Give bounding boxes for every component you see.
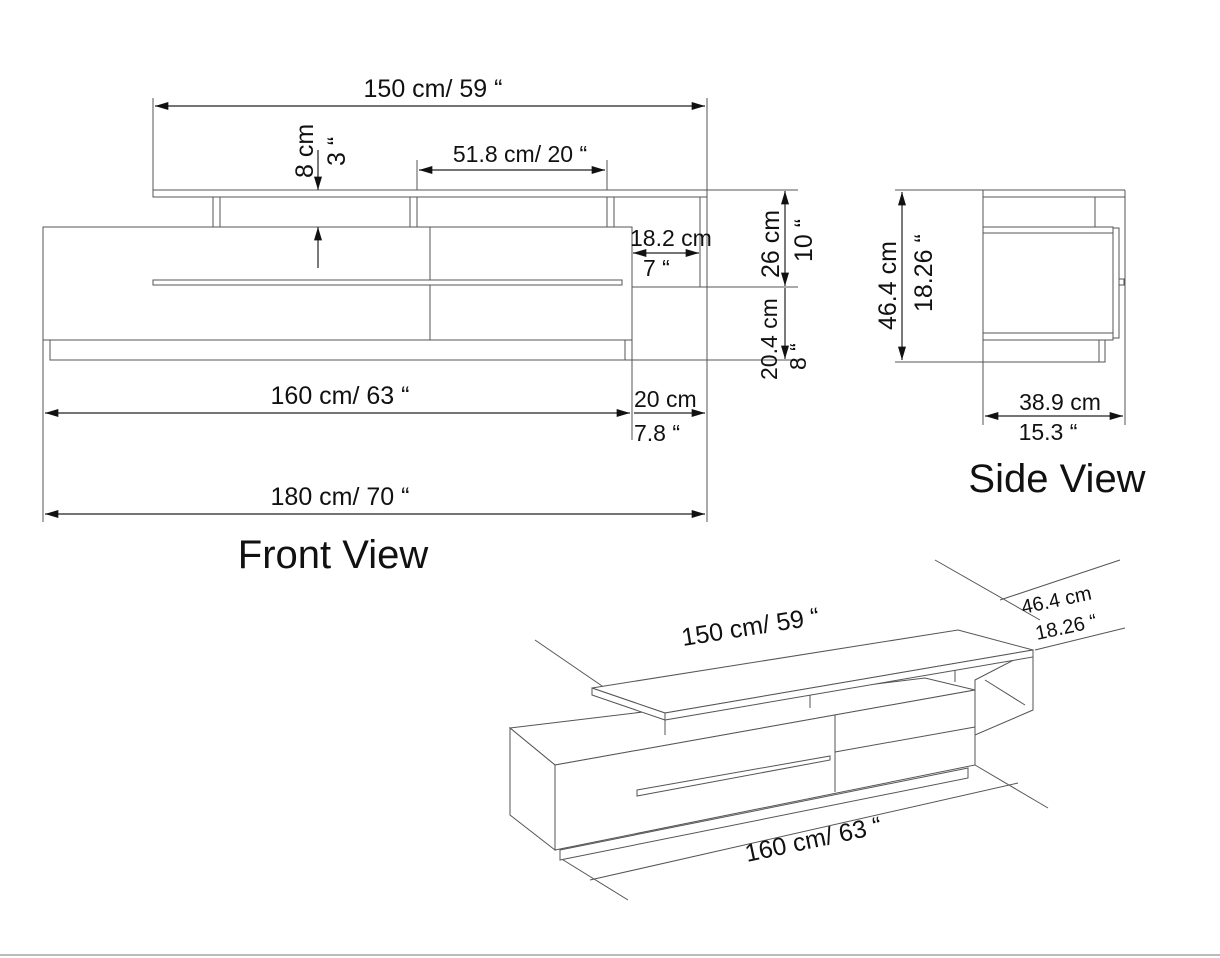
side-view: 46.4 cm 18.26 “ 38.9 cm 15.3 “ Side View bbox=[874, 189, 1146, 501]
iso-plinth bbox=[559, 767, 969, 861]
iso-handle bbox=[636, 755, 831, 797]
label-lower-height-cm: 20.4 cm bbox=[756, 298, 782, 380]
label-top-width: 150 cm/ 59 “ bbox=[364, 75, 503, 103]
label-side-depth-cm: 38.9 cm bbox=[1019, 389, 1101, 415]
plinth bbox=[49, 339, 626, 361]
side-drawer-front bbox=[1112, 227, 1120, 339]
label-iso-top-width: 150 cm/ 59 “ bbox=[680, 603, 822, 652]
label-lower-height-in: 8 “ bbox=[785, 343, 811, 370]
label-upper-height-cm: 26 cm bbox=[757, 210, 785, 278]
label-shelf-gap-in: 3 “ bbox=[323, 137, 351, 166]
front-view-title: Front View bbox=[238, 533, 429, 577]
side-view-title: Side View bbox=[968, 457, 1145, 501]
label-total-width: 180 cm/ 70 “ bbox=[271, 483, 410, 511]
shelf-support bbox=[409, 196, 418, 228]
label-shelf-gap-cm: 8 cm bbox=[291, 124, 319, 178]
label-side-height-in: 18.26 “ bbox=[910, 234, 938, 312]
top-shelf bbox=[152, 189, 708, 198]
label-support-spacing: 51.8 cm/ 20 “ bbox=[453, 141, 587, 167]
side-body bbox=[982, 226, 1114, 341]
shelf-support bbox=[606, 196, 615, 228]
label-side-recess-cm: 18.2 cm bbox=[630, 225, 712, 251]
label-iso-body-width: 160 cm/ 63 “ bbox=[742, 812, 884, 868]
label-side-recess-in: 7 “ bbox=[643, 255, 670, 281]
iso-top-shelf-front bbox=[664, 649, 1034, 721]
isometric-view: 150 cm/ 59 “ 46.4 cm 18.26 “ 160 cm/ 63 … bbox=[508, 559, 1126, 901]
label-iso-height-in: 18.26 “ bbox=[1033, 610, 1098, 644]
label-extension-cm: 20 cm bbox=[634, 386, 697, 412]
drawer-handle bbox=[152, 279, 623, 286]
label-side-depth-in: 15.3 “ bbox=[1019, 419, 1078, 445]
side-handle bbox=[1118, 278, 1125, 286]
front-view: 150 cm/ 59 “ 8 cm 3 “ 51.8 cm/ 20 “ 18.2… bbox=[42, 75, 818, 577]
label-upper-height-in: 10 “ bbox=[790, 219, 818, 262]
label-side-height-cm: 46.4 cm bbox=[874, 241, 902, 330]
shelf-support bbox=[212, 196, 221, 228]
label-body-width: 160 cm/ 63 “ bbox=[271, 382, 410, 410]
side-plinth bbox=[982, 339, 1106, 363]
label-extension-in: 7.8 “ bbox=[634, 420, 680, 446]
